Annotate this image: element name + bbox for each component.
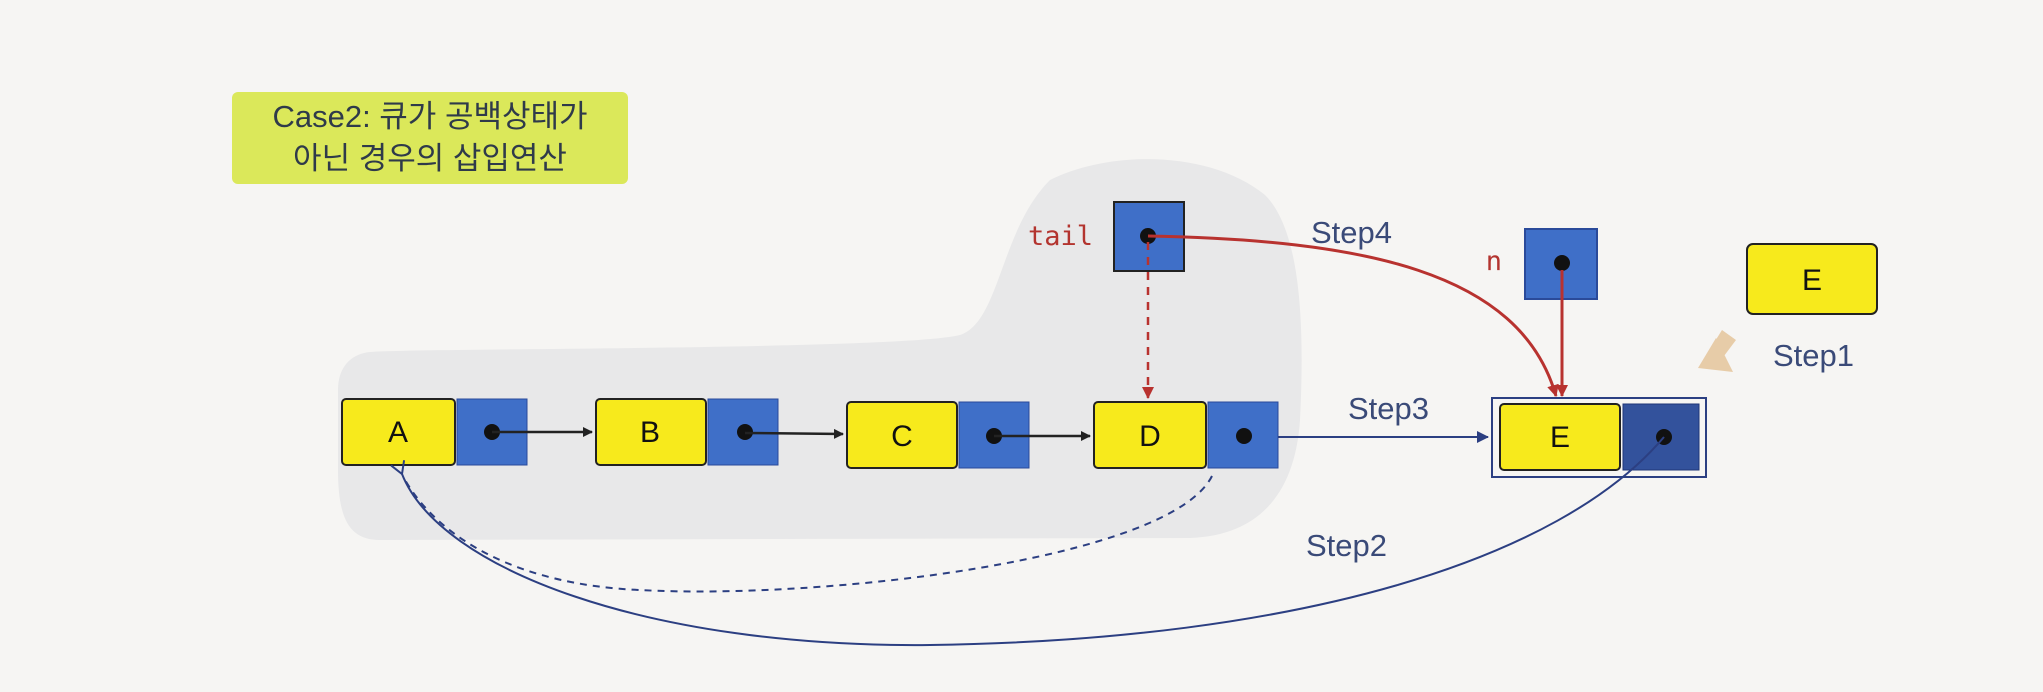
node-b-label: B — [640, 416, 660, 449]
node-d-link-dot — [1236, 428, 1252, 444]
node-e-data-cell — [1499, 403, 1621, 471]
step1-arrow-icon — [1698, 330, 1736, 372]
node-b-data-cell — [595, 398, 707, 466]
node-e-outer-border — [1491, 397, 1707, 478]
link-b-to-c-arrow — [744, 428, 844, 439]
node-d: D — [1093, 401, 1279, 469]
step3-label: Step3 — [1348, 391, 1429, 426]
node-d-label: D — [1139, 420, 1161, 453]
n-label: n — [1486, 246, 1502, 277]
node-e: E — [1491, 397, 1707, 478]
n-pointer-dot — [1554, 255, 1570, 271]
new-node-e-label: E — [1802, 264, 1822, 297]
node-b-link-dot — [737, 424, 753, 440]
new-node-e — [1746, 243, 1878, 315]
node-d-data-cell — [1093, 401, 1207, 469]
node-c-data-cell — [846, 401, 958, 469]
old-link-d-to-a-dashed — [404, 475, 1213, 593]
tail-label: tail — [1028, 221, 1093, 252]
case-label-line2: 아닌 경우의 삽입연산 — [293, 141, 567, 176]
node-e-label: E — [1550, 421, 1570, 454]
case-label-line1: Case2: 큐가 공백상태가 — [272, 99, 588, 134]
node-c-label: C — [891, 420, 913, 453]
node-a: A — [341, 398, 528, 466]
step4-arrow — [1147, 234, 1559, 397]
step4-label: Step4 — [1311, 215, 1392, 250]
case-label: Case2: 큐가 공백상태가 아닌 경우의 삽입연산 — [232, 92, 628, 184]
step2-label: Step2 — [1306, 528, 1387, 563]
node-c: C — [846, 401, 1030, 469]
node-a-label: A — [388, 416, 408, 449]
queue-background-blob — [338, 159, 1302, 540]
step1-label: Step1 — [1773, 338, 1854, 373]
step2-arrow — [390, 436, 1665, 647]
